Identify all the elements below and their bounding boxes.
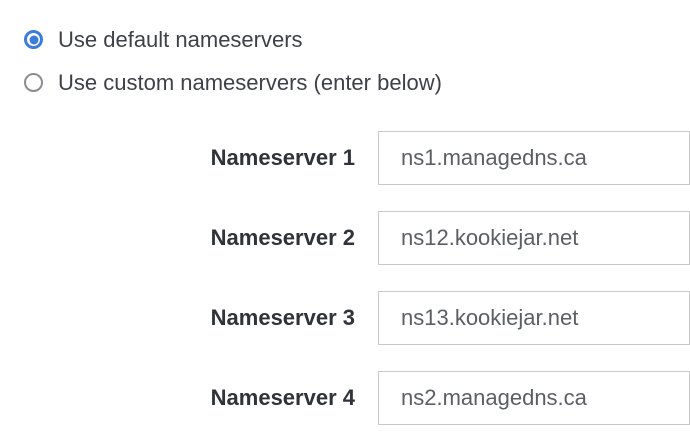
radio-custom-nameservers-label: Use custom nameservers (enter below) [58,69,442,95]
nameserver-mode-radio-group: Use default nameservers Use custom names… [24,26,442,112]
nameserver-1-label: Nameserver 1 [210,145,355,170]
nameserver-1-row: Nameserver 1 [0,131,690,185]
radio-option-custom-nameservers[interactable]: Use custom nameservers (enter below) [24,69,442,96]
nameserver-4-input[interactable] [378,371,690,425]
nameserver-2-label: Nameserver 2 [210,225,355,250]
nameserver-1-input[interactable] [378,131,690,185]
radio-option-default-nameservers[interactable]: Use default nameservers [24,26,442,53]
nameserver-4-label: Nameserver 4 [210,385,355,410]
nameserver-2-input[interactable] [378,211,690,265]
nameserver-2-row: Nameserver 2 [0,211,690,265]
nameserver-fields: Nameserver 1 Nameserver 2 Nameserver 3 N… [0,131,690,438]
nameserver-3-label: Nameserver 3 [210,305,355,330]
nameserver-3-input[interactable] [378,291,690,345]
nameserver-3-row: Nameserver 3 [0,291,690,345]
radio-unselected-icon[interactable] [24,73,43,92]
nameserver-4-row: Nameserver 4 [0,371,690,425]
radio-default-nameservers-label: Use default nameservers [58,26,303,52]
radio-selected-icon[interactable] [24,30,43,49]
